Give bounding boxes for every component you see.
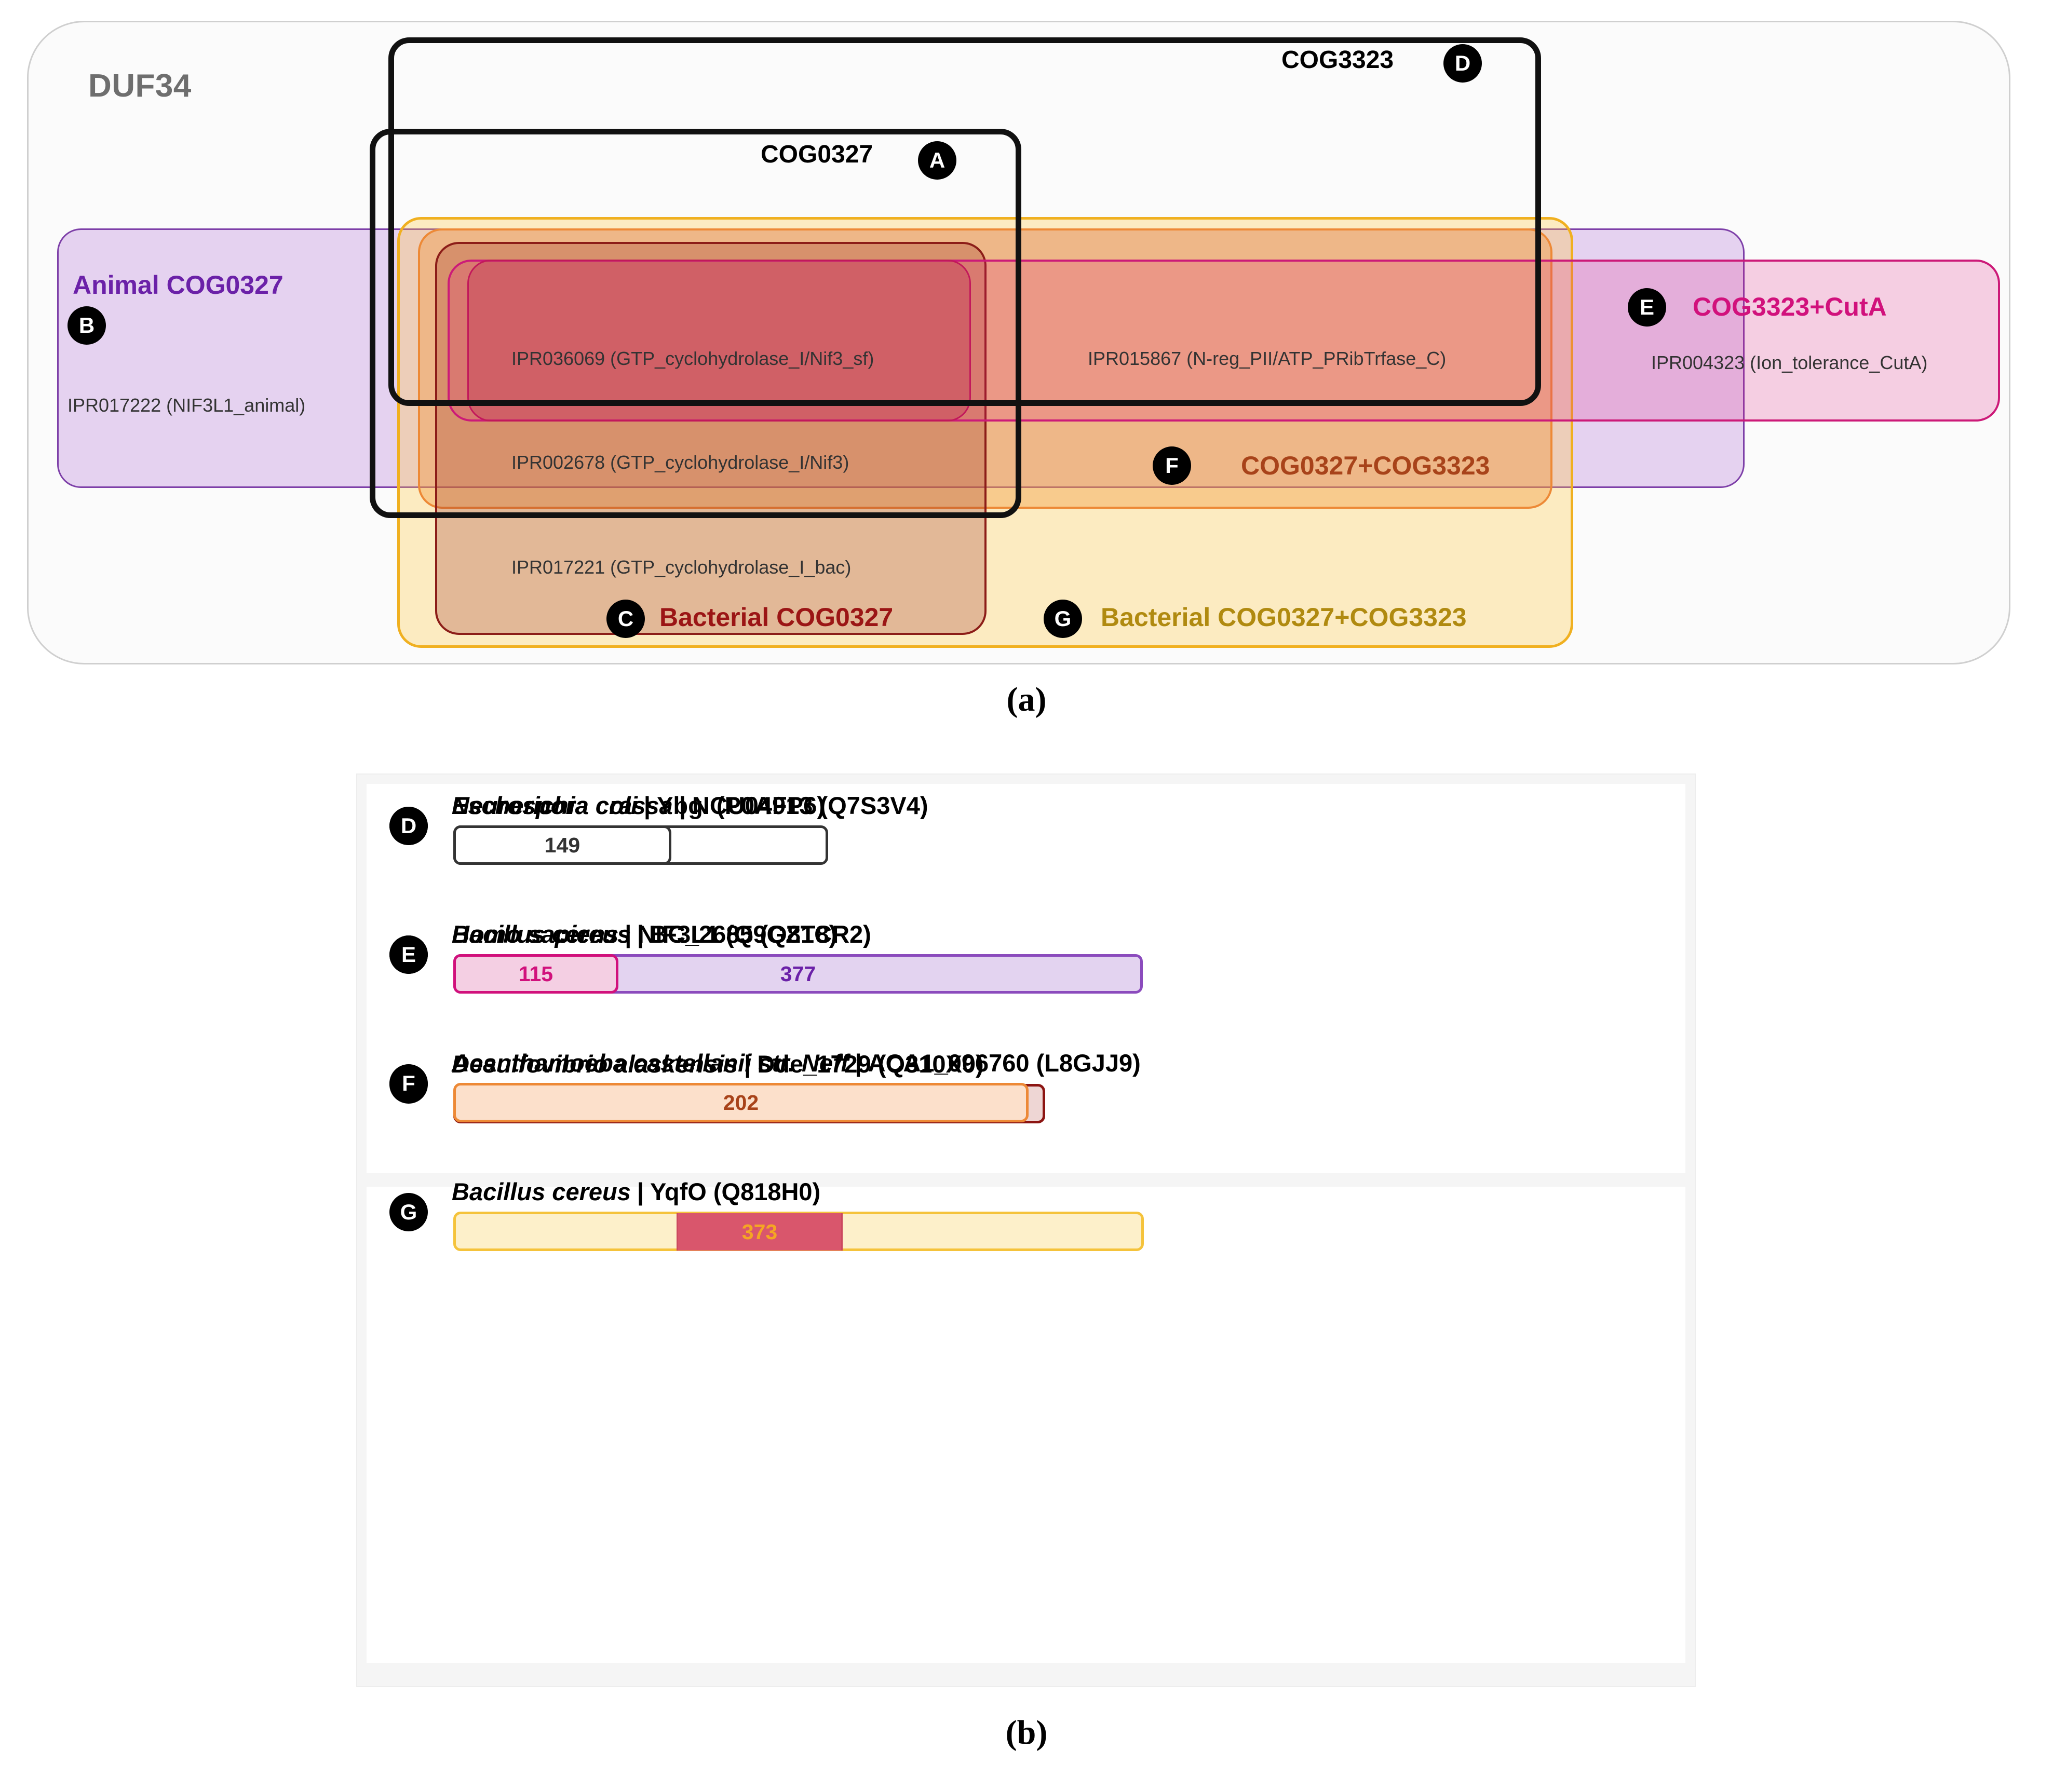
ipr-label-004323: IPR004323 (Ion_tolerance_CutA) (1651, 352, 1928, 373)
region-title-animal-cog0327: Animal COG0327 (73, 270, 283, 300)
protein-title: Acanthamoeba castellanii str. Neff|ACA1_… (452, 1049, 1141, 1077)
protein-length-value: 149 (544, 833, 580, 857)
protein-length-bar: 149 (453, 825, 671, 865)
region-animal-cog0327 (57, 228, 1745, 488)
badge-e: E (1628, 288, 1666, 327)
box-cog0327 (370, 129, 1021, 518)
protein-title: Escherichia coli|YbgI (P0AFP6) (452, 792, 825, 819)
protein-title: Neurospora crassa|NCU04913 (Q7S3V4) (452, 792, 928, 819)
panel-b-protein-list: AEscherichia coli|YbgI (P0AFP6)247BHomo … (356, 773, 1696, 1687)
panel-b-caption: (b) (1005, 1714, 1048, 1752)
badge-c: C (606, 600, 645, 638)
badge-f: F (1153, 446, 1191, 485)
protein-length-value: 202 (723, 1090, 759, 1115)
protein-length-value: 377 (780, 961, 816, 986)
protein-title: Homo sapiens|NIF3L1 (Q9GZT8) (452, 920, 838, 948)
badge-d: D (1443, 44, 1482, 83)
region-title-cog0327-cog3323: COG0327+COG3323 (1241, 451, 1490, 480)
badge-g: G (1044, 600, 1082, 638)
protein-title: Bacillus cereus|YqfO (Q818H0) (452, 1178, 821, 1205)
region-ipr036069-core (467, 260, 971, 422)
protein-badge-e: E (389, 935, 428, 974)
ipr-label-017221: IPR017221 (GTP_cyclohydrolase_I_bac) (511, 556, 852, 578)
label-cog3323: COG3323 (1281, 46, 1394, 74)
protein-length-value: 373 (741, 1219, 778, 1244)
protein-length-value: 115 (518, 961, 553, 986)
region-title-bacterial-cog0327-cog3323: Bacterial COG0327+COG3323 (1101, 603, 1467, 632)
protein-title: Bacillus cereus|BC_2685 (Q81CR2) (452, 920, 871, 948)
protein-badge-d: D (389, 807, 428, 845)
region-title-cog3323-cuta: COG3323+CutA (1693, 292, 1887, 321)
protein-length-bar: 115 (453, 954, 618, 994)
ipr-label-017222: IPR017222 (NIF3L1_animal) (67, 395, 306, 416)
panel-a-venn-diagram: DUF34 COG3323 COG0327 A B C D E F G Anim… (0, 0, 2053, 716)
label-cog0327: COG0327 (761, 141, 873, 168)
badge-a: A (918, 141, 956, 180)
ipr-label-015867: IPR015867 (N-reg_PII/ATP_PRibTrfase_C) (1088, 348, 1447, 369)
protein-badge-f: F (389, 1064, 428, 1103)
ipr-label-002678: IPR002678 (GTP_cyclohydrolase_I/Nif3) (511, 452, 849, 473)
duf34-label: DUF34 (88, 68, 192, 104)
protein-domain-segment: 373 (677, 1213, 843, 1251)
protein-length-bar: 373 (453, 1212, 1144, 1251)
ipr-label-036069: IPR036069 (GTP_cyclohydrolase_I/Nif3_sf) (511, 348, 874, 369)
protein-badge-g: G (389, 1193, 428, 1231)
panel-a-caption: (a) (1006, 681, 1047, 718)
badge-b: B (67, 306, 106, 345)
region-bacterial-cog0327 (435, 242, 987, 635)
region-title-bacterial-cog0327: Bacterial COG0327 (659, 603, 894, 632)
protein-title: Desulfovibrio alaskensis|Dde_1729 (Q310X… (452, 1050, 984, 1078)
box-cog3323 (388, 37, 1541, 406)
region-cog3323-cuta (448, 260, 2000, 422)
protein-length-bar: 202 (453, 1083, 1029, 1122)
